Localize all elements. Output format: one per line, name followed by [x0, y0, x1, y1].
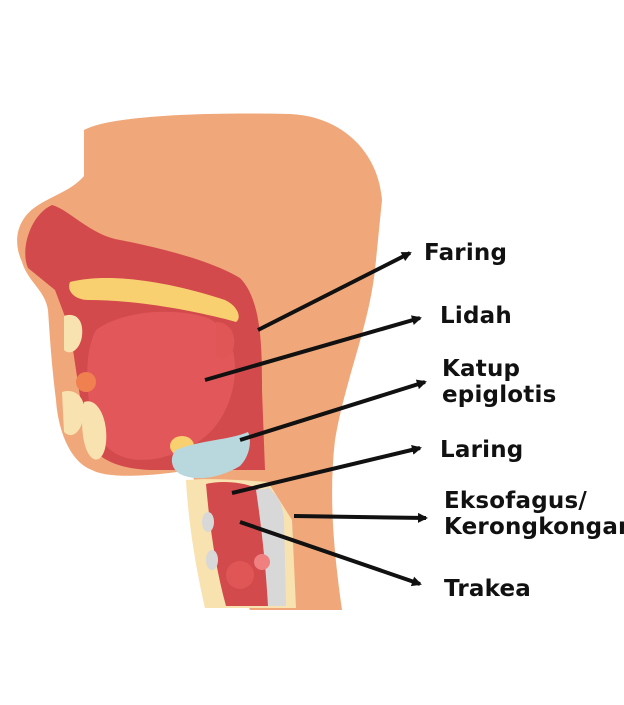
uvula: [216, 322, 235, 359]
label-eksofagus-line1: Eksofagus/: [444, 488, 587, 514]
arrow-eksofagus: [293, 512, 428, 523]
label-eksofagus: Eksofagus/ Kerongkongan: [444, 488, 624, 540]
label-trakea-text: Trakea: [444, 576, 532, 602]
lower-teeth: [62, 390, 85, 436]
label-katup-epiglotis: Katup epiglotis: [442, 356, 556, 408]
arrow-katup-epiglotis: [239, 379, 427, 442]
cartilage: [262, 488, 274, 512]
label-laring: Laring: [440, 437, 523, 463]
label-trakea: Trakea: [444, 576, 531, 602]
lip: [76, 372, 96, 392]
label-faring-text: Faring: [424, 240, 508, 266]
label-lidah-text: Lidah: [440, 303, 512, 329]
arrow-faring: [257, 251, 412, 332]
label-eksofagus-line2: Kerongkongan: [444, 514, 624, 540]
label-katup-line2: epiglotis: [442, 382, 557, 408]
trachea-ring: [254, 554, 270, 570]
arrow-laring: [231, 444, 422, 495]
palate: [69, 278, 239, 322]
trachea-ring: [226, 561, 254, 589]
arrow-lidah: [204, 315, 422, 382]
label-katup-line1: Katup: [442, 356, 521, 382]
label-laring-text: Laring: [440, 437, 524, 463]
mandible: [82, 401, 107, 460]
cartilage: [206, 550, 218, 570]
label-faring: Faring: [424, 240, 507, 266]
tongue: [87, 311, 236, 460]
cartilage: [202, 512, 214, 532]
trachea-tube: [206, 482, 272, 606]
arrow-trakea: [239, 520, 422, 587]
label-lidah: Lidah: [440, 303, 512, 329]
epiglottis: [171, 432, 250, 479]
upper-teeth: [64, 314, 83, 353]
